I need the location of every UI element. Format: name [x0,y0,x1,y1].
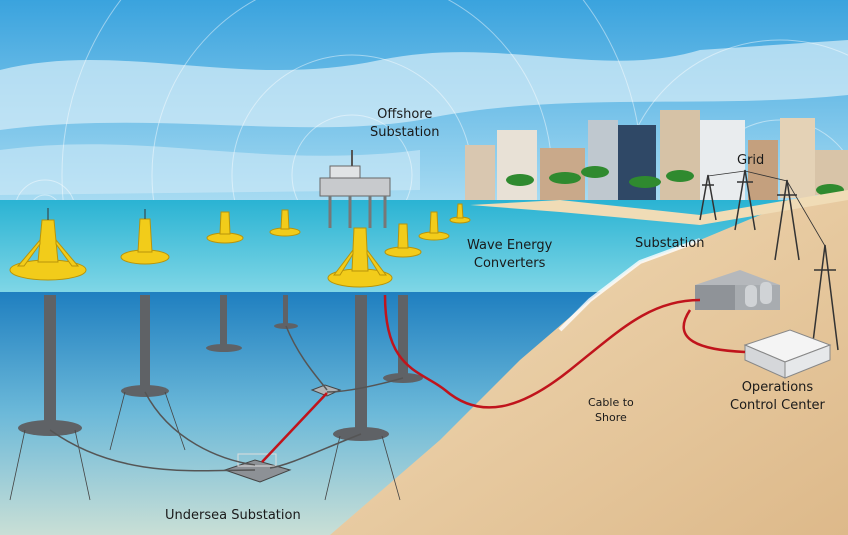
grey-cables [49,325,404,472]
shore-substation [695,270,780,310]
undersea-substation [223,384,342,483]
label-line: Control Center [730,398,825,413]
label-line: Substation [370,125,440,140]
shore-foam [558,238,701,332]
label-undersea-substation: Undersea Substation [165,508,301,523]
cloud [0,40,848,130]
city-skyline [465,110,848,205]
label-line: Cable to [588,396,634,409]
label-cable-to-shore: Cable to Shore [588,395,634,425]
label-grid: Grid [737,153,765,168]
mooring-lines [9,391,401,501]
operations-control-center [743,329,832,379]
cloud [0,144,420,195]
undersea-moorings [18,295,423,441]
label-line: Shore [595,411,627,424]
label-line: Wave Energy [467,238,553,253]
label-line: Converters [473,256,546,271]
power-cable [261,294,746,463]
label-substation: Substation [635,236,705,251]
label-offshore-substation: Offshore Substation [370,106,439,142]
label-operations-control-center: Operations Control Center [730,379,825,415]
label-wave-energy-converters: Wave Energy Converters [467,237,552,273]
palm-trees [506,166,844,196]
label-line: Offshore [377,107,433,122]
label-line: Operations [741,380,814,395]
beach [330,190,848,535]
wave-energy-buoys [9,203,471,288]
grid-towers [699,169,839,351]
far-beach [470,190,848,225]
offshore-substation-platform [319,150,391,228]
